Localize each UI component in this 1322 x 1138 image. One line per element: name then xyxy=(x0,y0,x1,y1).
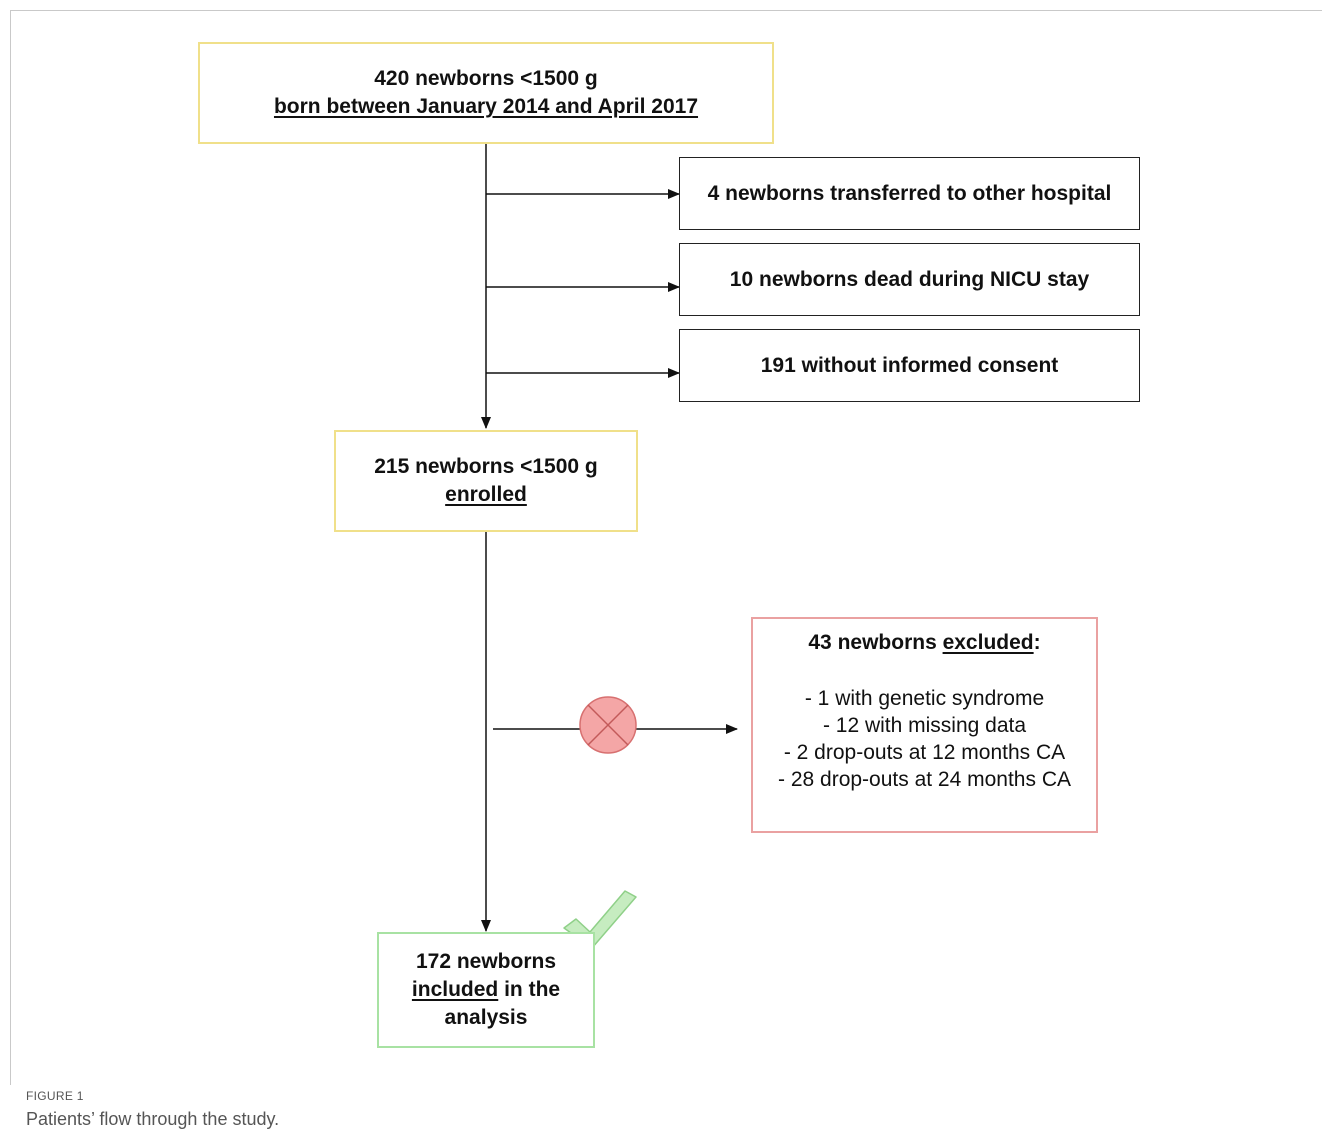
included-line2: included in the xyxy=(412,976,560,1004)
x-circle-icon xyxy=(579,696,637,754)
excluded-title-suffix: : xyxy=(1033,631,1041,654)
included-line3: analysis xyxy=(444,1006,528,1029)
initial-cohort-box: 420 newborns <1500 g born between Januar… xyxy=(198,42,774,144)
no-consent-text: 191 without informed consent xyxy=(760,353,1059,377)
included-box: 172 newborns included in the analysis xyxy=(377,932,595,1048)
excluded-title-keyword: excluded xyxy=(942,631,1034,654)
excluded-reason-item: - 12 with missing data xyxy=(822,714,1027,737)
excluded-box: 43 newborns excluded: - 1 with genetic s… xyxy=(751,617,1098,833)
no-consent-box: 191 without informed consent xyxy=(679,329,1140,402)
excluded-reason-item: - 28 drop-outs at 24 months CA xyxy=(778,768,1071,791)
excluded-title-prefix: 43 newborns xyxy=(808,631,943,654)
included-count: 172 newborns xyxy=(415,950,557,973)
excluded-reason-item: - 1 with genetic syndrome xyxy=(804,687,1045,710)
dead-text: 10 newborns dead during NICU stay xyxy=(729,267,1090,291)
transferred-box: 4 newborns transferred to other hospital xyxy=(679,157,1140,230)
enrolled-box: 215 newborns <1500 g enrolled xyxy=(334,430,638,532)
excluded-reason-item: - 2 drop-outs at 12 months CA xyxy=(783,741,1066,764)
figure-label: FIGURE 1 xyxy=(26,1089,84,1103)
initial-cohort-period: born between January 2014 and April 2017 xyxy=(273,95,699,118)
enrolled-count: 215 newborns <1500 g xyxy=(374,455,598,478)
figure-frame xyxy=(10,10,1322,1085)
enrolled-label: enrolled xyxy=(445,483,527,506)
included-line2-rest: in the xyxy=(498,978,561,1001)
excluded-title: 43 newborns excluded: xyxy=(753,629,1096,657)
dead-box: 10 newborns dead during NICU stay xyxy=(679,243,1140,316)
included-keyword: included xyxy=(411,978,499,1001)
transferred-text: 4 newborns transferred to other hospital xyxy=(707,181,1112,205)
initial-cohort-count: 420 newborns <1500 g xyxy=(374,67,598,90)
excluded-reasons-list: - 1 with genetic syndrome - 12 with miss… xyxy=(753,685,1096,793)
figure-caption: Patients’ flow through the study. xyxy=(26,1109,280,1129)
